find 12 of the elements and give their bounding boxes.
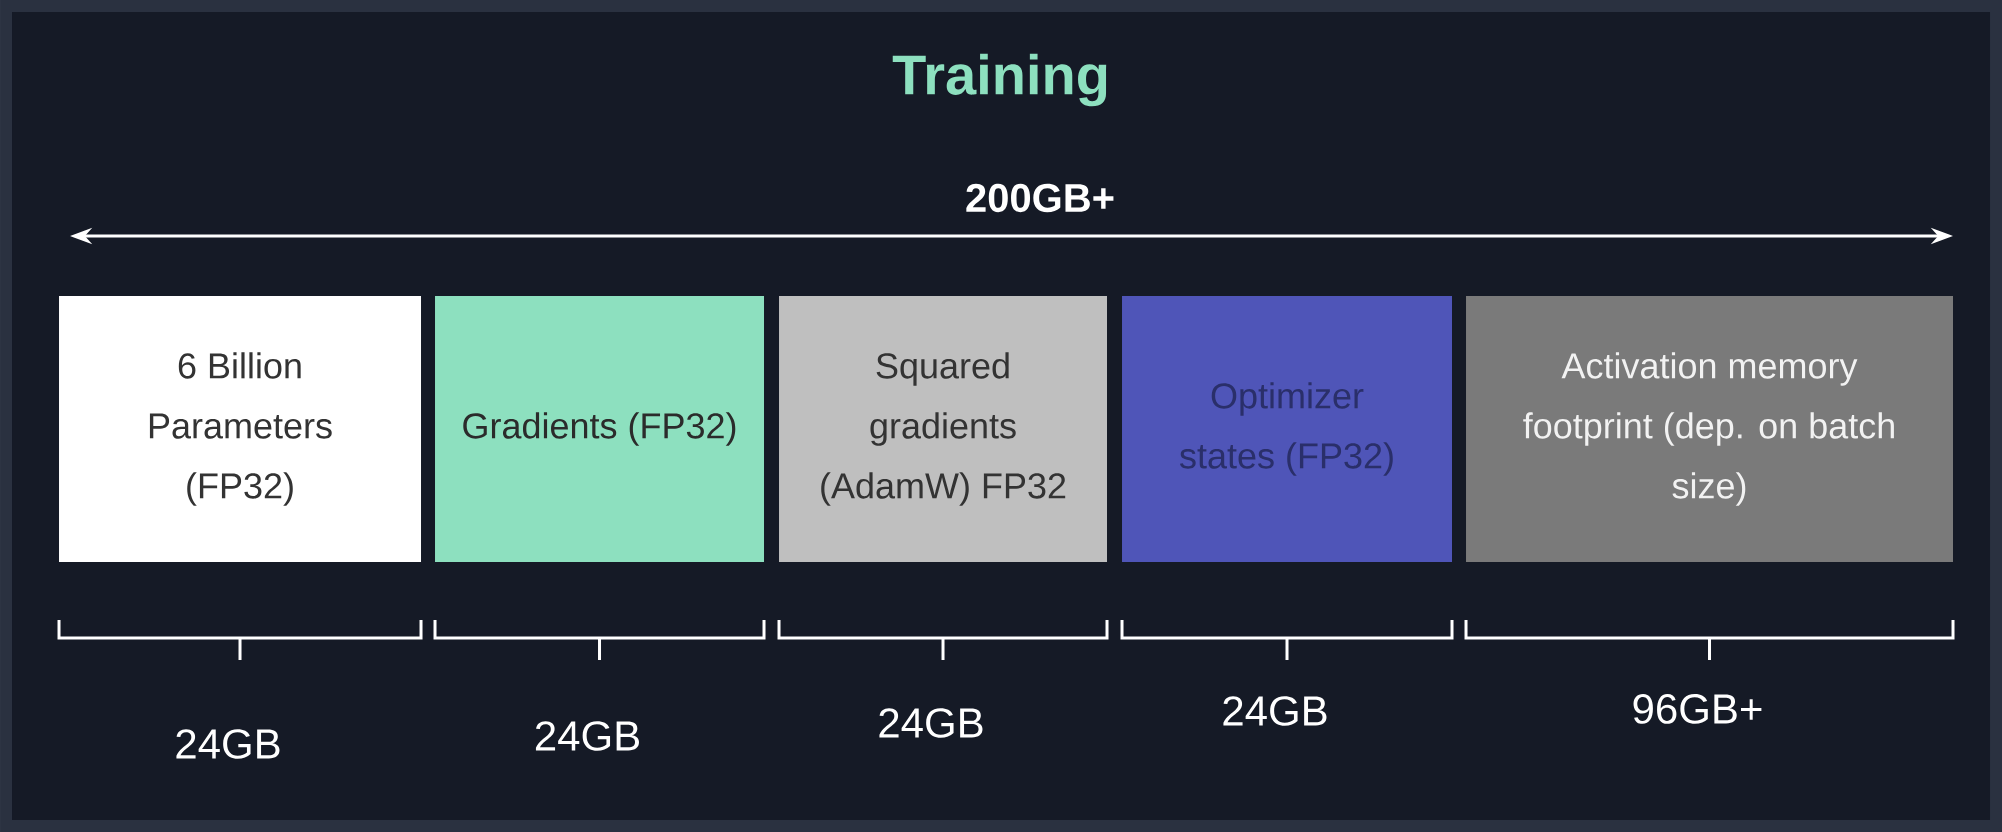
dimension-label: 200GB+	[966, 183, 1114, 213]
memory-block: 6 Billion Parameters (FP32)	[59, 296, 421, 562]
size-label: 24GB	[879, 708, 983, 738]
memory-block: Optimizer states (FP32)	[1122, 296, 1452, 562]
title: Training	[892, 53, 1107, 107]
size-label: 24GB	[1223, 696, 1327, 726]
size-label: 96GB+	[1633, 694, 1762, 724]
size-label: 24GB	[176, 729, 280, 759]
memory-block: Activation memory footprint (dep. on batch size)	[1466, 296, 1953, 562]
memory-block: Gradients (FP32)	[435, 296, 764, 562]
memory-block: Squared gradients (AdamW) FP32	[779, 296, 1107, 562]
size-label: 24GB	[535, 721, 639, 751]
